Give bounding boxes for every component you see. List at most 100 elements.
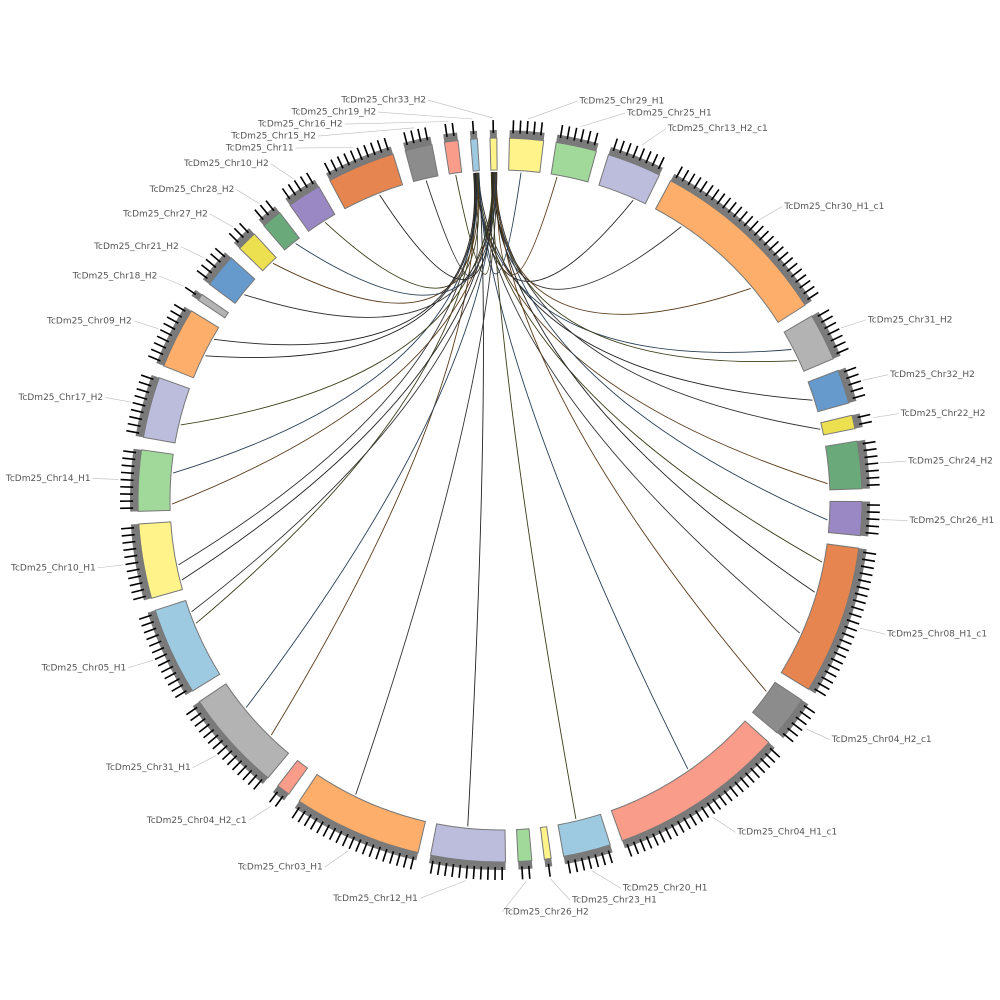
tick-mark xyxy=(580,129,585,143)
tick-mark xyxy=(368,844,375,858)
segment-label: TcDm25_Chr31_H2 xyxy=(867,315,953,325)
tick-mark xyxy=(820,315,833,324)
tick-mark xyxy=(639,838,646,852)
tick-mark xyxy=(343,153,351,166)
tick-mark xyxy=(134,394,148,400)
segment-band xyxy=(263,211,300,251)
tick-mark xyxy=(866,476,880,480)
tick-mark xyxy=(166,316,179,324)
segment-labels-layer: TcDm25_Chr29_H1TcDm25_Chr25_H1TcDm25_Chr… xyxy=(5,96,994,918)
tick-mark xyxy=(231,760,243,771)
tick-mark xyxy=(758,230,770,241)
tick-mark xyxy=(619,140,625,154)
tick-mark xyxy=(862,558,876,563)
tick-mark xyxy=(593,132,599,146)
segment xyxy=(489,120,498,171)
tick-track xyxy=(860,501,870,537)
label-leader-line xyxy=(180,246,205,259)
segment xyxy=(126,374,191,444)
link xyxy=(477,172,689,770)
label-leader-line xyxy=(378,111,473,120)
segment xyxy=(268,759,309,807)
tick-mark xyxy=(683,817,691,830)
tick-mark xyxy=(226,755,238,766)
tick-mark xyxy=(566,126,571,140)
segment-label: TcDm25_Chr29_H1 xyxy=(578,97,664,107)
segment xyxy=(148,303,220,379)
segment xyxy=(254,200,300,251)
label-leader-line xyxy=(872,413,899,418)
tick-mark xyxy=(148,640,162,647)
tick-mark xyxy=(424,127,429,141)
tick-mark xyxy=(120,478,134,482)
segment xyxy=(598,138,665,205)
tick-mark xyxy=(151,646,165,654)
label-leader-line xyxy=(641,128,667,146)
tick-mark xyxy=(316,821,324,834)
segment-band xyxy=(539,826,552,860)
tick-mark xyxy=(743,215,754,227)
segment xyxy=(403,127,439,183)
tick-mark xyxy=(395,852,401,866)
tick-mark xyxy=(763,235,775,246)
tick-mark xyxy=(363,144,370,158)
segment-label: TcDm25_Chr09_H2 xyxy=(46,316,132,326)
segment xyxy=(516,828,533,880)
tick-mark xyxy=(472,866,476,880)
tick-mark xyxy=(777,251,789,262)
tick-mark xyxy=(795,716,807,726)
label-leader-line xyxy=(859,627,886,635)
tick-track xyxy=(233,228,255,249)
link xyxy=(476,172,823,563)
tick-mark xyxy=(824,321,837,330)
tick-track xyxy=(428,855,506,870)
tick-mark xyxy=(336,156,344,169)
tick-mark xyxy=(866,518,880,521)
tick-mark xyxy=(559,125,564,139)
tick-mark xyxy=(410,130,415,144)
label-leader-line xyxy=(344,121,449,125)
link xyxy=(493,172,828,521)
tick-track xyxy=(489,130,497,139)
tick-track xyxy=(130,448,142,512)
segment-label: TcDm25_Chr26_H2 xyxy=(503,908,589,918)
tick-mark xyxy=(760,757,771,769)
link xyxy=(245,172,495,708)
segment-label: TcDm25_Chr13_H2_c1 xyxy=(667,124,768,134)
segment-label: TcDm25_Chr11 xyxy=(225,144,294,154)
segment-band xyxy=(489,137,498,171)
tick-mark xyxy=(856,585,870,591)
tick-mark xyxy=(348,836,356,850)
tick-track xyxy=(147,610,193,696)
segment-band xyxy=(820,414,856,436)
link xyxy=(214,173,475,346)
tick-mark xyxy=(705,184,714,197)
segment-label: TcDm25_Chr04_H2_c1 xyxy=(146,816,247,826)
label-leader-line xyxy=(880,460,907,464)
tick-mark xyxy=(706,802,716,815)
tick-mark xyxy=(196,269,208,280)
segment-label: TcDm25_Chr04_H2_c1 xyxy=(831,735,932,745)
tick-track xyxy=(622,742,775,849)
tick-mark xyxy=(138,381,152,387)
tick-mark xyxy=(858,578,872,584)
tick-mark xyxy=(458,864,462,878)
link xyxy=(474,172,792,353)
tick-mark xyxy=(865,469,879,473)
tick-mark xyxy=(190,712,202,722)
tick-mark xyxy=(465,865,469,879)
segment-label: TcDm25_Chr18_H2 xyxy=(72,272,158,282)
segment xyxy=(827,500,880,537)
tick-mark xyxy=(850,605,864,612)
tick-mark xyxy=(799,710,812,720)
tick-mark xyxy=(184,286,197,296)
segment xyxy=(820,413,872,436)
link xyxy=(495,172,767,692)
segment-band xyxy=(197,293,230,319)
tick-mark xyxy=(297,810,306,823)
tick-mark xyxy=(863,551,877,555)
tick-mark xyxy=(356,147,363,161)
tick-mark xyxy=(753,225,764,236)
segment-label: TcDm25_Chr30_H1_c1 xyxy=(783,202,884,212)
tick-mark xyxy=(833,341,846,348)
